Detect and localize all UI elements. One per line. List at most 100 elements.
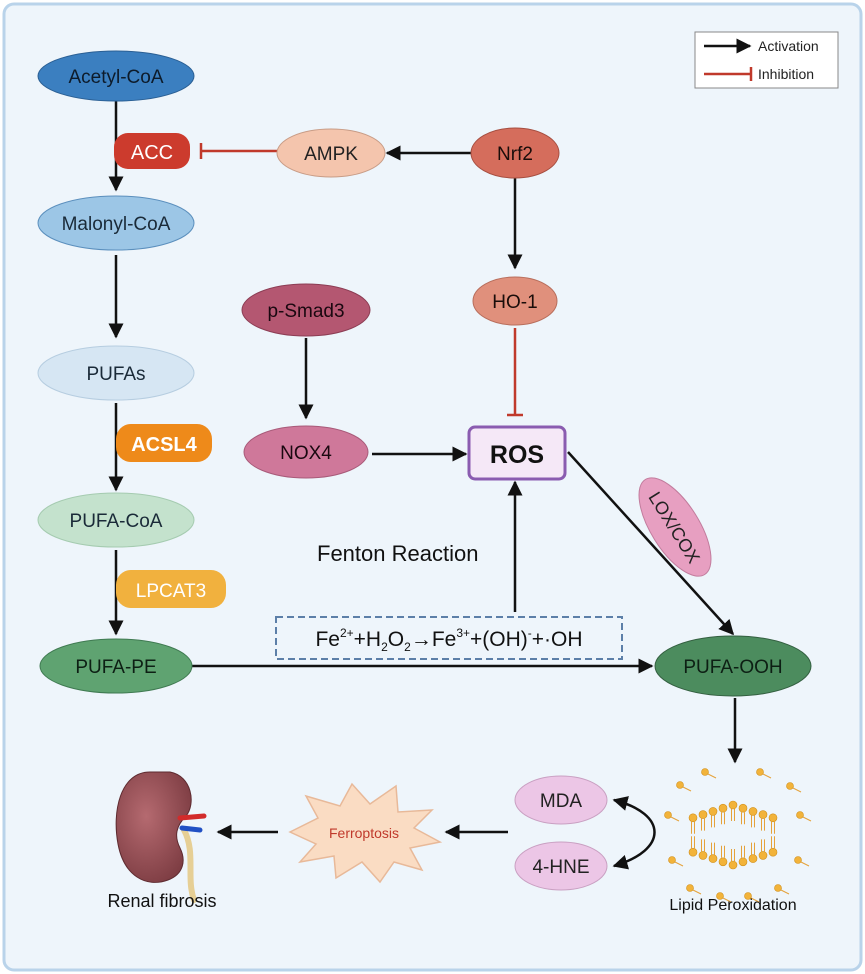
- ho1-label: HO-1: [492, 292, 537, 313]
- legend: Activation Inhibition: [694, 31, 839, 89]
- legend-activation-label: Activation: [758, 38, 819, 54]
- kidney-artery: [177, 813, 207, 821]
- ros-label: ROS: [490, 441, 544, 469]
- lipid-head: [768, 813, 778, 823]
- pufa-coa-shape: [37, 492, 195, 548]
- mda-shape: [514, 775, 608, 825]
- pufa-pe-shape: [39, 638, 193, 694]
- kidney-vein: [179, 825, 203, 833]
- lipid-tail: [750, 897, 760, 903]
- lipid-head: [718, 803, 728, 813]
- node-pufa-ooh: PUFA-OOH: [654, 635, 812, 697]
- kidney-icon: [115, 771, 207, 903]
- acc-shape: [114, 133, 190, 169]
- lipid-tail: [682, 786, 692, 792]
- node-nox4: NOX4: [243, 425, 369, 479]
- node-pufa-coa: PUFA-CoA: [37, 492, 195, 548]
- fenton-equation-text: Fe2++H2O2→Fe3++(OH)-+·OH: [315, 626, 582, 654]
- fenton-equation-box: [275, 616, 623, 660]
- lipid-head: [716, 892, 724, 900]
- node-nrf2: Nrf2: [470, 127, 560, 179]
- lipid-tail: [692, 889, 702, 895]
- edge-mda-hne: [612, 796, 656, 870]
- lipid-tail: [792, 787, 802, 793]
- lipid-head: [756, 768, 764, 776]
- lipid-head: [728, 800, 738, 810]
- lipid-head: [728, 860, 738, 870]
- lipid-head: [718, 857, 728, 867]
- lipid-head: [688, 813, 698, 823]
- lipid-head: [708, 807, 718, 816]
- node-psmad3: p-Smad3: [241, 283, 371, 337]
- lipid-tail: [780, 889, 790, 895]
- lipid-tail: [670, 816, 680, 822]
- pufa-coa-label: PUFA-CoA: [70, 511, 163, 532]
- lipid-head: [698, 851, 708, 860]
- pufa-ooh-shape: [654, 635, 812, 697]
- lipid-head: [688, 847, 698, 857]
- node-ferroptosis: Ferroptosis: [288, 782, 443, 884]
- node-acc: ACC: [114, 133, 190, 169]
- acetyl-coa-shape: [37, 50, 195, 102]
- lipid-head: [794, 856, 802, 864]
- nox4-shape: [243, 425, 369, 479]
- lipid-head: [738, 803, 748, 813]
- node-mda: MDA: [514, 775, 608, 825]
- acc-label: ACC: [131, 142, 173, 164]
- lipid-head: [768, 847, 778, 857]
- lipid-head: [738, 857, 748, 867]
- hne-label: 4-HNE: [532, 857, 589, 878]
- lox-cox-shape: [638, 477, 712, 577]
- lipid-membrane-illustration: [664, 768, 812, 903]
- fenton-reaction-label: Fenton Reaction: [317, 541, 478, 566]
- ampk-label: AMPK: [304, 144, 358, 165]
- lipid-head: [758, 810, 768, 819]
- acetyl-coa-label: Acetyl-CoA: [68, 67, 163, 88]
- pufas-shape: [37, 345, 195, 401]
- lipid-head: [786, 782, 794, 790]
- lipid-peroxidation-label: Lipid Peroxidation: [669, 897, 796, 914]
- pufa-pe-label: PUFA-PE: [75, 657, 156, 678]
- lipid-head: [686, 884, 694, 892]
- lipid-head: [676, 781, 684, 789]
- node-lpcat3: LPCAT3: [116, 570, 226, 608]
- renal-fibrosis-label: Renal fibrosis: [107, 891, 216, 911]
- acsl4-shape: [116, 424, 212, 462]
- node-ampk: AMPK: [276, 128, 386, 178]
- ampk-shape: [276, 128, 386, 178]
- lipid-tail: [707, 773, 717, 779]
- node-pufas: PUFAs: [37, 345, 195, 401]
- node-ros: ROS: [467, 425, 567, 481]
- node-acetyl-coa: Acetyl-CoA: [37, 50, 195, 102]
- node-4-hne: 4-HNE: [514, 841, 608, 891]
- ros-shape: [467, 425, 567, 481]
- lipid-head: [664, 811, 672, 819]
- node-ho1: HO-1: [472, 276, 558, 326]
- lipid-head: [744, 892, 752, 900]
- nrf2-label: Nrf2: [497, 144, 533, 165]
- lipid-head: [708, 854, 718, 863]
- lipid-head: [748, 807, 758, 816]
- kidney-body: [115, 771, 192, 883]
- lipid-head: [668, 856, 676, 864]
- nrf2-shape: [470, 127, 560, 179]
- node-pufa-pe: PUFA-PE: [39, 638, 193, 694]
- lpcat3-label: LPCAT3: [136, 581, 206, 602]
- lipid-head: [701, 768, 709, 776]
- lipid-head: [774, 884, 782, 892]
- pufa-ooh-label: PUFA-OOH: [683, 657, 782, 678]
- edge-ros-pufaooh: [567, 451, 735, 636]
- psmad3-label: p-Smad3: [267, 301, 344, 322]
- fenton-equation: Fe2++H2O2→Fe3++(OH)-+·OH: [275, 616, 623, 660]
- lipid-tail: [802, 816, 812, 822]
- hne-shape: [514, 841, 608, 891]
- ferroptosis-starburst: [288, 782, 443, 884]
- mda-label: MDA: [540, 791, 583, 812]
- lipid-tail: [800, 861, 810, 867]
- node-acsl4: ACSL4: [116, 424, 212, 462]
- ho1-shape: [472, 276, 558, 326]
- lipid-head: [758, 851, 768, 860]
- legend-inhibition-label: Inhibition: [758, 66, 814, 82]
